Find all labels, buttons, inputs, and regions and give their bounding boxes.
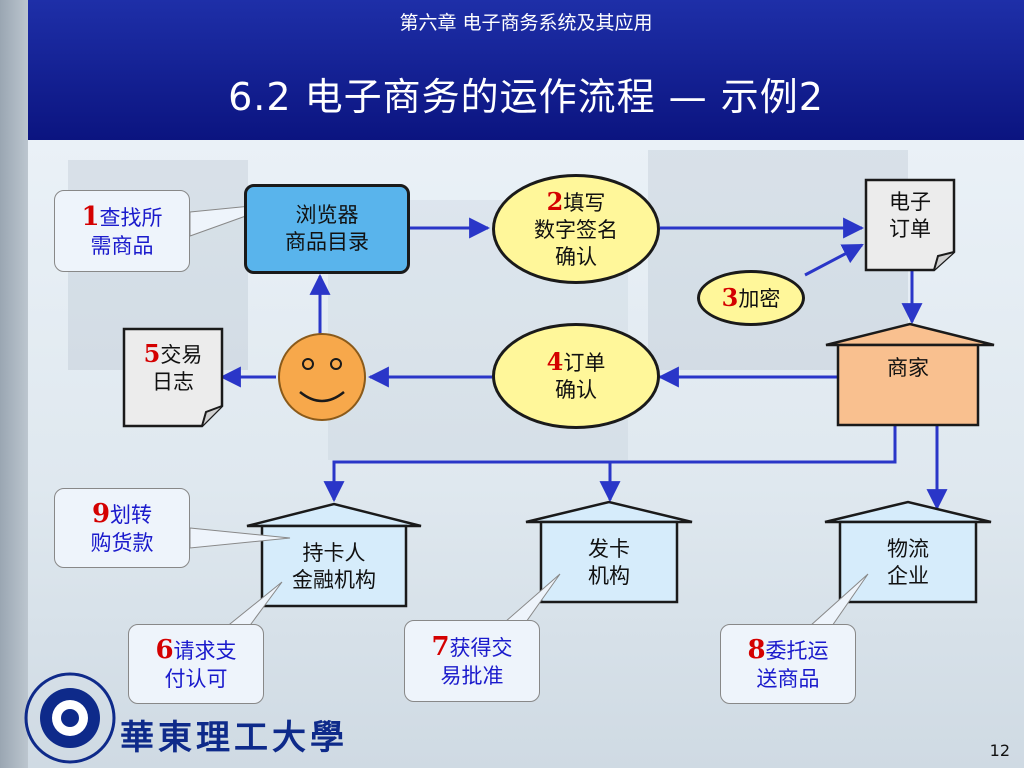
confirm-node: 4订单 确认 (492, 323, 660, 429)
page-number: 12 (989, 741, 1010, 760)
step-number-5: 5 (143, 339, 161, 368)
encrypt-node: 3加密 (697, 270, 805, 326)
browser-catalog-node: 浏览器 商品目录 (244, 184, 410, 274)
logistics-roof (824, 500, 992, 524)
step-number-9: 9 (91, 498, 111, 529)
browser-catalog-label: 浏览器 商品目录 (285, 203, 369, 254)
encrypt-label: 加密 (738, 286, 781, 311)
step-number-3: 3 (721, 282, 739, 312)
merchant-label: 商家 (887, 355, 929, 380)
background-building (648, 150, 908, 370)
callout-pointer-transfer (189, 527, 291, 549)
left-decor-bar (0, 0, 28, 768)
step-number-6: 6 (155, 634, 174, 665)
order-document-label: 电子 订单 (889, 190, 931, 241)
issuer-body (539, 520, 679, 604)
log-document-fold (201, 405, 223, 427)
arrow-encrypt-to-order (804, 243, 864, 277)
step-number-4: 4 (546, 347, 564, 376)
step-number-2: 2 (546, 186, 564, 216)
order-document-fold (933, 251, 955, 271)
ecust-logo-icon (24, 672, 116, 764)
callout-transfer-label: 划转 购货款 (90, 502, 154, 555)
cardholder-bank-label: 持卡人 金融机构 (292, 541, 376, 592)
callout-pay-label: 请求支 付认可 (164, 638, 237, 691)
order-document-node: 电子 订单 (866, 180, 954, 252)
step-number-8: 8 (747, 634, 766, 665)
issuer-roof (525, 500, 693, 524)
callout-transfer: 9划转 购货款 (54, 488, 190, 568)
merchant-roof (825, 322, 995, 347)
university-name: 華東理工大學 (120, 718, 348, 758)
step-number-7: 7 (431, 631, 450, 662)
arrow-merchant-to-cardholder-bank (323, 426, 897, 503)
slide-title: 6.2 电子商务的运作流程 — 示例2 (228, 75, 824, 119)
chapter-title: 第六章 电子商务系统及其应用 (399, 12, 653, 34)
smiley-face-icon (278, 333, 366, 421)
logistics-body (838, 520, 978, 604)
sign-node: 2填写 数字签名 确认 (492, 174, 660, 284)
issuer-node: 发卡 机构 (541, 528, 677, 598)
callout-approve: 7获得交 易批准 (404, 620, 540, 702)
merchant-node: 商家 (838, 345, 978, 391)
cardholder-bank-body (260, 524, 408, 608)
callout-approve-label: 获得交 易批准 (440, 635, 513, 688)
step-number-1: 1 (81, 201, 100, 232)
callout-deliver: 8委托运 送商品 (720, 624, 856, 704)
log-document-label: 交易 日志 (151, 343, 203, 394)
logistics-node: 物流 企业 (840, 528, 976, 598)
sign-label: 填写 数字签名 确认 (534, 190, 618, 269)
confirm-label: 订单 确认 (554, 351, 606, 402)
issuer-label: 发卡 机构 (588, 537, 630, 588)
callout-find-label: 查找所 需商品 (90, 205, 163, 258)
cardholder-bank-roof (246, 502, 422, 528)
merchant-body (836, 343, 980, 427)
logistics-label: 物流 企业 (887, 537, 929, 588)
callout-find: 1查找所 需商品 (54, 190, 190, 272)
log-document-node: 5交易 日志 (124, 332, 222, 404)
slide-header: 第六章 电子商务系统及其应用 6.2 电子商务的运作流程 — 示例2 (28, 0, 1024, 140)
callout-pay: 6请求支 付认可 (128, 624, 264, 704)
callout-deliver-label: 委托运 送商品 (756, 638, 829, 691)
cardholder-bank-node: 持卡人 金融机构 (262, 532, 406, 602)
